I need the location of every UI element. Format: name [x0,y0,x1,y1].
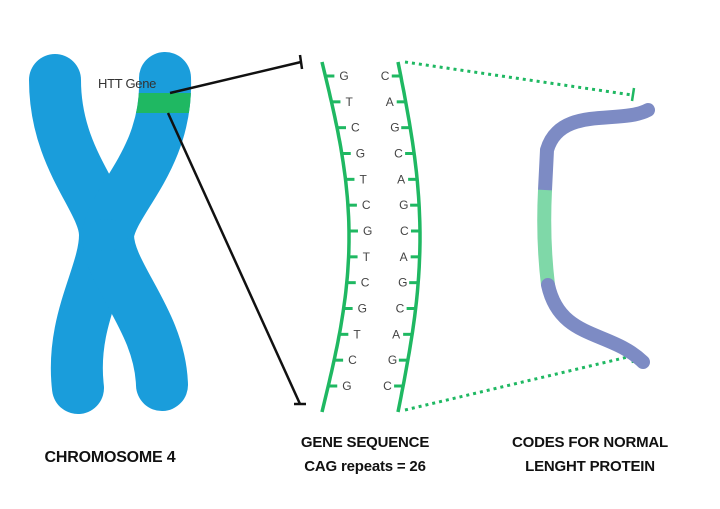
base-right: C [381,69,390,83]
chromosome-4 [29,52,210,414]
protein-top-segment [538,103,655,197]
base-right: C [400,224,409,238]
pointer-line-bottom [166,112,302,405]
protein-label-line2: LENGHT PROTEIN [525,458,655,475]
htt-gene-label: HTT Gene [98,76,157,91]
base-left: T [353,327,361,341]
base-left: C [362,198,371,212]
protein-highlight-segment [537,189,555,286]
cag-repeats-label: CAG repeats = 26 [304,458,426,475]
base-right: A [400,250,408,264]
htt-gene-band [120,93,210,113]
base-right: C [396,302,405,316]
protein-bottom-segment [541,278,650,369]
base-right: G [399,198,408,212]
centromere [84,219,128,251]
base-left: T [363,250,371,264]
base-left: G [339,69,348,83]
base-left: G [342,379,351,393]
protein-label-line1: CODES FOR NORMAL [512,434,668,451]
chromosome-label: CHROMOSOME 4 [44,449,176,466]
base-left: G [363,224,372,238]
base-left: G [356,147,365,161]
dna-left-strand [320,61,351,413]
base-right: G [388,353,397,367]
dotted-line-bottom [404,354,633,412]
base-left: T [345,95,353,109]
base-left: G [358,302,367,316]
base-right: C [394,147,403,161]
base-left: T [359,172,367,186]
base-right: A [392,327,400,341]
base-left: C [348,353,357,367]
dna-right-strand [396,61,422,413]
pointer-lines [166,54,306,406]
protein [537,103,655,369]
base-right: G [398,276,407,290]
base-right: C [383,379,392,393]
dotted-line-top [404,60,633,97]
base-left: C [361,276,370,290]
base-right: G [390,121,399,135]
pointer-line-top [169,60,302,95]
base-right: A [397,172,405,186]
base-left: C [351,121,360,135]
gene-sequence-title: GENE SEQUENCE [300,434,430,451]
base-right: A [386,95,394,109]
